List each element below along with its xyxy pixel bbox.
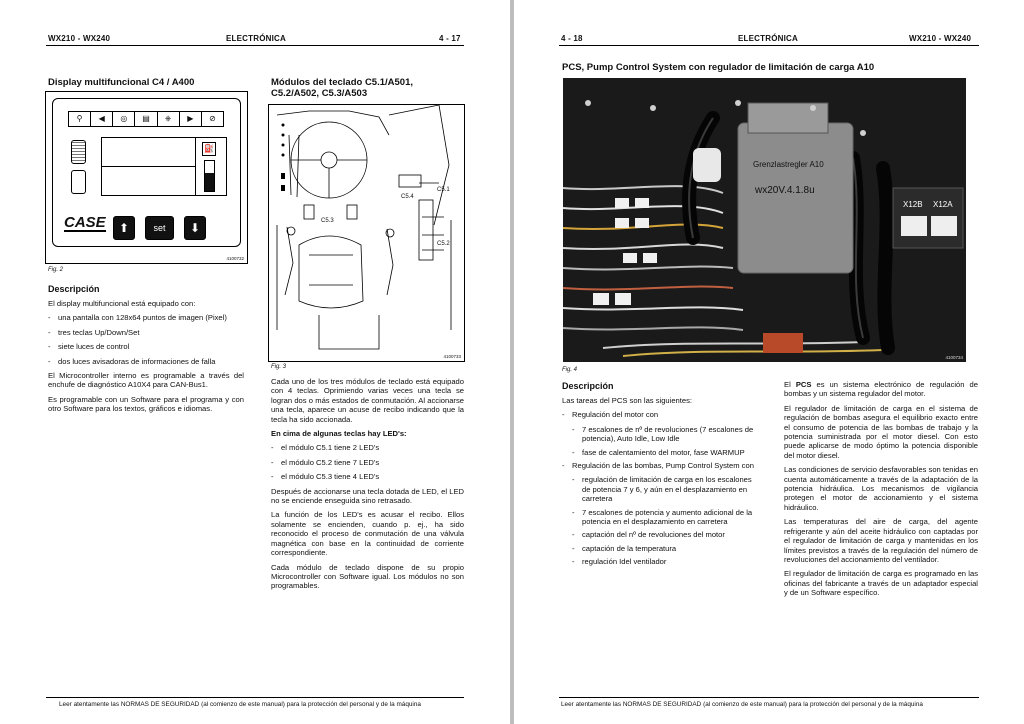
pcs-para-rest: es un sistema electrónico de regulación … — [784, 380, 978, 399]
figure-label: Fig. 2 — [48, 267, 64, 273]
left-page: WX210 - WX240 ELECTRÓNICA 4 - 17 Display… — [0, 0, 510, 724]
list-item: el módulo C5.2 tiene 7 LED's — [271, 458, 464, 468]
subtask-item: 7 escalones de potencia y aumento adicio… — [572, 508, 756, 527]
pcs-photo: Grenzlastregler A10 wx20V.4.1.8u X12B X1… — [563, 78, 966, 362]
right-page: 4 - 18 ELECTRÓNICA WX210 - WX240 PCS, Pu… — [514, 0, 1024, 724]
header-section: ELECTRÓNICA — [226, 34, 286, 43]
set-button[interactable]: set — [145, 216, 174, 240]
photo-label-x12a: X12A — [933, 200, 953, 209]
pcs-title: PCS, Pump Control System con regulador d… — [562, 62, 875, 73]
display-intro: El display multifuncional está equipado … — [48, 299, 196, 308]
task-item: Regulación de las bombas, Pump Control S… — [562, 461, 756, 471]
list-item: el módulo C5.1 tiene 2 LED's — [271, 443, 464, 453]
task-item: Regulación del motor con — [562, 410, 756, 420]
headlight-icon: ▤ — [135, 112, 158, 126]
up-button[interactable]: ⬆ — [113, 216, 135, 240]
pcs-tasks: Las tareas del PCS son las siguientes: R… — [562, 396, 756, 571]
turn-right-icon: ▶ — [180, 112, 202, 126]
warning-light-top — [71, 140, 86, 164]
pcs-description: El PCS es un sistema electrónico de regu… — [784, 380, 978, 603]
display-panel-outline — [52, 98, 241, 247]
preheat-icon: ◎ — [113, 112, 136, 126]
keyboard-para: Cada módulo de teclado dispone de su pro… — [271, 562, 464, 591]
list-item: dos luces avisadoras de informaciones de… — [48, 357, 244, 367]
turn-left-icon: ◀ — [91, 112, 114, 126]
display-description: El display multifuncional está equipado … — [48, 299, 244, 419]
steering-icon: ⎈ — [158, 112, 180, 126]
subtask-item: fase de calentamiento del motor, fase WA… — [572, 448, 756, 458]
display-para: El Microcontroller interno es programabl… — [48, 371, 244, 390]
warning-light-bottom — [71, 170, 86, 194]
photo-label-x12b: X12B — [903, 200, 923, 209]
wiring-drawing — [563, 78, 966, 362]
pcs-para-prefix: El — [784, 380, 791, 389]
header-rule — [559, 45, 979, 46]
keyboard-para: Después de accionarse una tecla dotada d… — [271, 486, 464, 506]
list-item: una pantalla con 128x64 puntos de imagen… — [48, 313, 244, 323]
figure-label: Fig. 4 — [562, 367, 578, 373]
header-model: WX210 - WX240 — [909, 34, 972, 43]
pcs-intro: Las tareas del PCS son las siguientes: — [562, 396, 693, 405]
footer-text: Leer atentamente las NORMAS DE SEGURIDAD… — [561, 701, 923, 708]
fuel-gauge — [204, 160, 215, 192]
photo-label-mid: wx20V.4.1.8u — [755, 185, 815, 196]
keyboard-para: La función de los LED's es acusar el rec… — [271, 510, 464, 558]
lcd-screen: ⛽ — [101, 137, 227, 196]
list-item: el módulo C5.3 tiene 4 LED's — [271, 472, 464, 482]
footer-rule — [559, 697, 979, 698]
pcs-para: El PCS es un sistema electrónico de regu… — [784, 380, 978, 399]
parking-brake-icon: ⊘ — [209, 114, 216, 123]
case-logo: CASE — [64, 214, 106, 232]
figure-code: 4100732 — [226, 256, 244, 261]
list-item: siete luces de control — [48, 342, 244, 352]
keyboard-title: Módulos del teclado C5.1/A501, C5.2/A502… — [271, 77, 414, 99]
callout-c53: C5.3 — [321, 218, 334, 224]
description-heading: Descripción — [562, 381, 614, 391]
header-section: ELECTRÓNICA — [738, 34, 798, 43]
photo-label-top: Grenzlastregler A10 — [753, 160, 824, 169]
display-para: Es programable con un Software para el p… — [48, 394, 244, 414]
callout-c54: C5.4 — [401, 194, 414, 200]
description-heading: Descripción — [48, 284, 100, 294]
subtask-item: captación de la temperatura — [572, 544, 756, 554]
pcs-para: Las temperaturas del aire de carga, del … — [784, 517, 978, 564]
header-model: WX210 - WX240 — [48, 34, 111, 43]
pcs-para: El regulador de limitación de carga en e… — [784, 403, 978, 460]
display-title: Display multifuncional C4 / A400 — [48, 77, 195, 88]
figure-code: 4100733 — [443, 354, 461, 359]
control-lights-row: ⚲ ◀ ◎ ▤ ⎈ ▶ ⊘ — [68, 111, 224, 127]
header-rule — [46, 45, 464, 46]
header-page-number: 4 - 18 — [561, 34, 583, 43]
subtask-item: 7 escalones de nº de revoluciones (7 esc… — [572, 425, 756, 444]
keyboard-description: Cada uno de los tres módulos de teclado … — [271, 377, 464, 596]
header-page-number: 4 - 17 — [439, 34, 461, 43]
display-figure: ⚲ ◀ ◎ ▤ ⎈ ▶ ⊘ ⛽ CASE ⬆ set ⬇ 4100732 — [45, 91, 248, 264]
cab-drawing — [276, 105, 452, 350]
pcs-para: Las condiciones de servicio desfavorable… — [784, 465, 978, 512]
pcs-word: PCS — [795, 380, 812, 389]
footer-text: Leer atentamente las NORMAS DE SEGURIDAD… — [59, 701, 421, 708]
footer-rule — [46, 697, 464, 698]
leds-heading: En cima de algunas teclas hay LED's: — [271, 429, 407, 439]
down-button[interactable]: ⬇ — [184, 216, 206, 240]
figure-label: Fig. 3 — [271, 364, 287, 370]
subtask-item: regulación Idel ventilador — [572, 557, 756, 567]
fuel-icon: ⛽ — [202, 142, 216, 156]
cab-figure: C5.1 C5.4 C5.3 C5.2 4100733 — [268, 104, 465, 362]
pcs-para: El regulador de limitación de carga es p… — [784, 569, 978, 598]
seat-belt-icon: ⚲ — [69, 112, 92, 126]
subtask-item: captación del nº de revoluciones del mot… — [572, 530, 756, 540]
figure-code: 4100734 — [945, 355, 963, 360]
callout-c51: C5.1 — [437, 187, 450, 193]
callout-c52: C5.2 — [437, 241, 450, 247]
keyboard-para: Cada uno de los tres módulos de teclado … — [271, 377, 464, 424]
subtask-item: regulación de limitación de carga en los… — [572, 475, 756, 503]
list-item: tres teclas Up/Down/Set — [48, 328, 244, 338]
